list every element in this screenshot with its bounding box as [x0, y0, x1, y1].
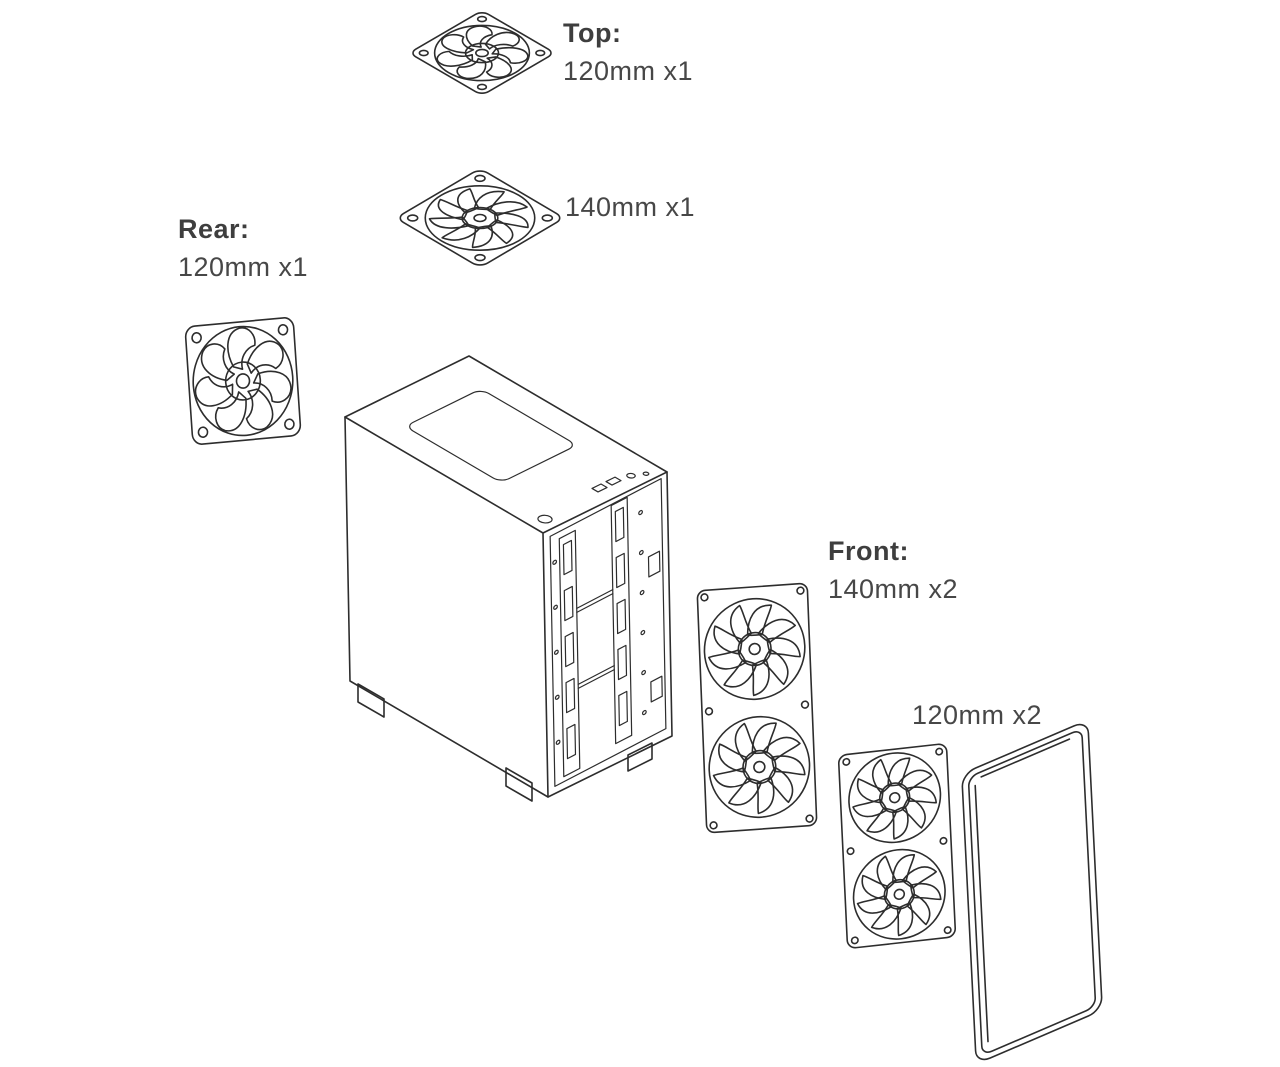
case-front-interior: [550, 479, 666, 787]
pc-case-drawing: [344, 355, 673, 802]
top-fan-140-value: 140mm x1: [565, 192, 696, 222]
rear-fan-120mm-drawing: [185, 317, 301, 445]
front-panel-drawing: [962, 720, 1103, 1064]
rear-fan-heading: Rear:: [178, 214, 250, 244]
front-fan-120-label: 120mm x2: [912, 696, 1042, 734]
top-fan-120mm-drawing: [409, 11, 555, 96]
front-fans-120mm-drawing: [838, 743, 955, 948]
front-fan-heading: Front:: [828, 536, 909, 566]
case-top-window: [390, 383, 650, 526]
top-fan-140-label: 140mm x1: [565, 188, 695, 226]
front-fan-label: Front: 140mm x2: [828, 532, 958, 608]
front-fan-value: 140mm x2: [828, 574, 959, 604]
rear-fan-label: Rear: 120mm x1: [178, 210, 308, 286]
power-button-icon: [535, 514, 555, 525]
front-fans-140mm-drawing: [697, 583, 817, 833]
case-feet: [357, 683, 653, 802]
top-fan-heading: Top:: [563, 18, 622, 48]
front-fan-120-value: 120mm x2: [912, 700, 1043, 730]
top-fan-value: 120mm x1: [563, 56, 694, 86]
rear-fan-value: 120mm x1: [178, 252, 309, 282]
top-fan-140mm-drawing: [396, 169, 564, 268]
top-fan-label: Top: 120mm x1: [563, 14, 693, 90]
